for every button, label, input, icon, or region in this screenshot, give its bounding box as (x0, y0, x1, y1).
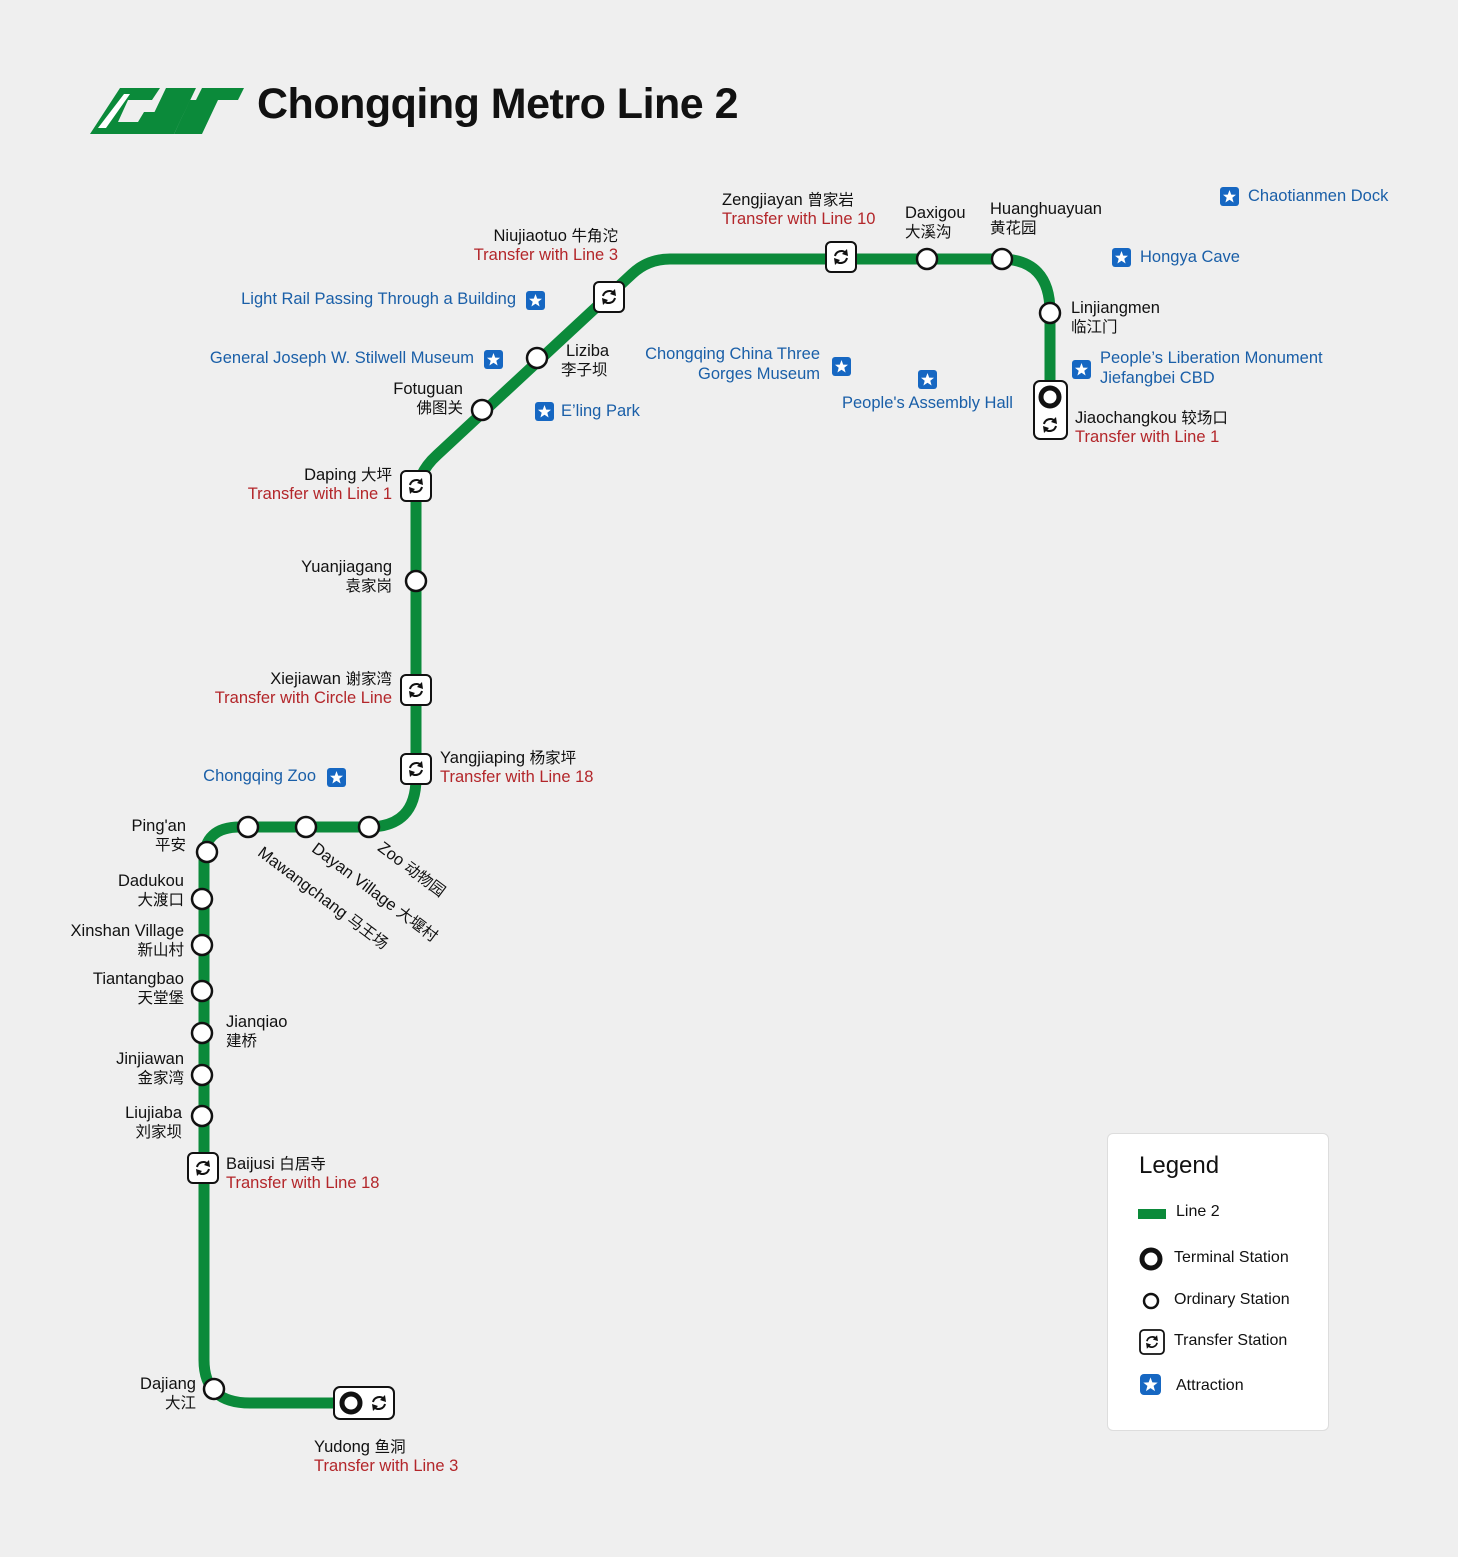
transfer-station-icon (1139, 1329, 1165, 1355)
terminal-station-icon (1139, 1247, 1163, 1271)
attraction-star-icon (832, 357, 851, 376)
station-tiantangbao[interactable] (190, 979, 214, 1003)
line-2-route (198, 253, 1056, 1409)
station-mawangchang[interactable] (236, 815, 260, 839)
transfer-note: Transfer with Line 18 (226, 1174, 380, 1192)
attraction-star-icon (918, 370, 937, 389)
station-dayan-village[interactable] (294, 815, 318, 839)
page-title: Chongqing Metro Line 2 (257, 80, 739, 128)
station-fotuguan[interactable] (470, 398, 494, 422)
label-daxigou: Daxigou 大溪沟 (905, 204, 966, 241)
attraction-chaotianmen-dock[interactable]: Chaotianmen Dock (1248, 187, 1389, 205)
legend-item-line: Line 2 (1108, 1198, 1328, 1228)
station-dadukou[interactable] (190, 887, 214, 911)
attraction-stilwell-museum[interactable]: General Joseph W. Stilwell Museum (209, 349, 474, 367)
line-swatch (1138, 1209, 1166, 1219)
attraction-star-icon (1140, 1374, 1161, 1395)
station-yuanjiagang[interactable] (404, 569, 428, 593)
label-linjiangmen: Linjiangmen 临江门 (1071, 299, 1160, 336)
legend-item-ordinary: Ordinary Station (1108, 1286, 1328, 1316)
attraction-hongya-cave[interactable]: Hongya Cave (1140, 248, 1240, 266)
label-liziba: Liziba 李子坝 (561, 342, 610, 379)
attraction-star-icon (535, 402, 554, 421)
terminal-icon (339, 1391, 363, 1415)
attraction-light-rail-building[interactable]: Light Rail Passing Through a Building (241, 290, 516, 308)
attraction-star-icon (484, 350, 503, 369)
station-linjiangmen[interactable] (1038, 301, 1062, 325)
label-jianqiao: Jianqiao 建桥 (226, 1013, 288, 1050)
station-yudong[interactable] (333, 1386, 395, 1420)
transfer-note: Transfer with Circle Line (214, 689, 392, 707)
label-jinjiawan: Jinjiawan 金家湾 (116, 1050, 184, 1087)
legend-item-attraction: Attraction (1108, 1372, 1328, 1402)
attraction-star-icon (1112, 248, 1131, 267)
station-huanghuayuan[interactable] (990, 247, 1014, 271)
label-xiejiawan: Xiejiawan 谢家湾 Transfer with Circle Line (214, 670, 392, 707)
station-baijusi[interactable] (187, 1152, 219, 1184)
label-niujiaotuo: Niujiaotuo 牛角沱 Transfer with Line 3 (473, 227, 618, 264)
attraction-star-icon (327, 768, 346, 787)
attraction-peoples-assembly-hall[interactable]: People's Assembly Hall (842, 394, 1013, 412)
transfer-note: Transfer with Line 1 (247, 485, 392, 503)
legend-item-transfer: Transfer Station (1108, 1327, 1328, 1357)
label-yuanjiagang: Yuanjiagang 袁家岗 (301, 558, 392, 595)
station-xinshan-village[interactable] (190, 933, 214, 957)
transfer-note: Transfer with Line 10 (722, 210, 876, 228)
terminal-icon (1038, 385, 1062, 409)
station-pingan[interactable] (195, 840, 219, 864)
station-jiaochangkou[interactable] (1033, 380, 1068, 440)
label-daping: Daping 大坪 Transfer with Line 1 (247, 466, 392, 503)
station-zoo[interactable] (357, 815, 381, 839)
ordinary-station-icon (1142, 1292, 1160, 1310)
label-zengjiayan: Zengjiayan 曾家岩 Transfer with Line 10 (722, 191, 876, 228)
label-jiaochangkou: Jiaochangkou 较场口 Transfer with Line 1 (1075, 409, 1228, 446)
label-yangjiaping: Yangjiaping 杨家坪 Transfer with Line 18 (440, 749, 594, 786)
attraction-star-icon (1220, 187, 1239, 206)
station-daxigou[interactable] (915, 247, 939, 271)
legend: Legend Line 2 Terminal Station Ordinary … (1107, 1133, 1329, 1431)
attraction-chongqing-zoo[interactable]: Chongqing Zoo (203, 767, 316, 785)
transfer-note: Transfer with Line 1 (1075, 428, 1220, 446)
label-fotuguan: Fotuguan 佛图关 (393, 380, 463, 417)
transfer-note: Transfer with Line 3 (473, 246, 618, 264)
station-daping[interactable] (400, 470, 432, 502)
station-liziba[interactable] (525, 346, 549, 370)
station-jianqiao[interactable] (190, 1021, 214, 1045)
attraction-eling-park[interactable]: E’ling Park (561, 402, 640, 420)
label-xinshan-village: Xinshan Village 新山村 (70, 922, 184, 959)
legend-item-terminal: Terminal Station (1108, 1244, 1328, 1274)
station-niujiaotuo[interactable] (593, 281, 625, 313)
attraction-star-icon (1072, 360, 1091, 379)
station-zengjiayan[interactable] (825, 241, 857, 273)
station-xiejiawan[interactable] (400, 674, 432, 706)
label-pingan: Ping'an 平安 (131, 817, 186, 854)
station-jinjiawan[interactable] (190, 1063, 214, 1087)
label-liujiaba: Liujiaba 刘家坝 (125, 1104, 182, 1141)
label-yudong: Yudong 鱼洞 Transfer with Line 3 (314, 1438, 459, 1475)
attraction-three-gorges-museum[interactable]: Chongqing China Three Gorges Museum (645, 345, 820, 383)
legend-title: Legend (1139, 1152, 1220, 1179)
transfer-note: Transfer with Line 3 (314, 1457, 459, 1475)
station-yangjiaping[interactable] (400, 753, 432, 785)
ordinary-stations (190, 247, 1062, 1401)
transfer-note: Transfer with Line 18 (440, 768, 594, 786)
label-dadukou: Dadukou 大渡口 (117, 872, 184, 909)
label-baijusi: Baijusi 白居寺 Transfer with Line 18 (226, 1155, 380, 1192)
station-dajiang[interactable] (202, 1377, 226, 1401)
label-dajiang: Dajiang 大江 (140, 1375, 196, 1412)
metro-logo (90, 88, 244, 134)
attraction-star-icon (526, 291, 545, 310)
station-liujiaba[interactable] (190, 1104, 214, 1128)
attraction-liberation-monument[interactable]: People’s Liberation Monument Jiefangbei … (1100, 349, 1323, 387)
label-tiantangbao: Tiantangbao 天堂堡 (92, 970, 184, 1007)
label-huanghuayuan: Huanghuayuan 黄花园 (990, 200, 1102, 237)
